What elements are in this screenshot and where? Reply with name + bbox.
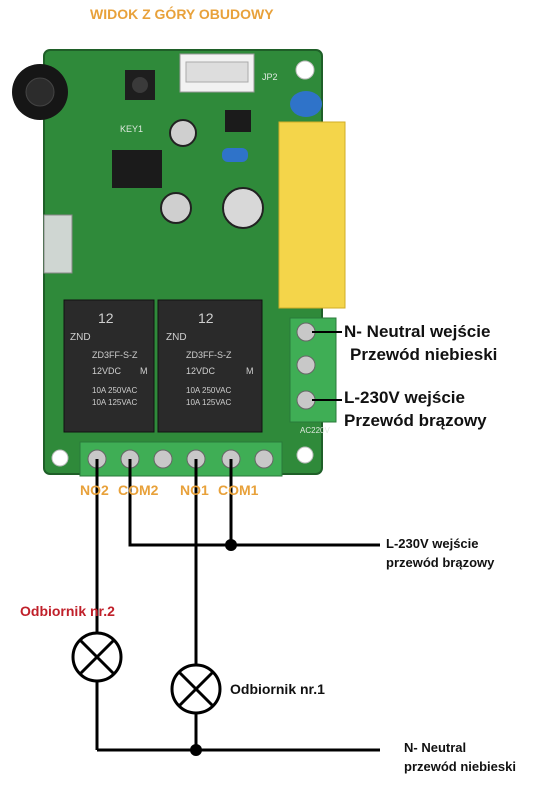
relay1-m: M: [246, 366, 254, 376]
junction-dot-neutral: [190, 744, 202, 756]
output-screw-nc1: [254, 449, 274, 469]
mounting-hole: [51, 449, 69, 467]
relay1-rating-a: 10A 250VAC: [186, 386, 232, 395]
push-button-cap: [132, 77, 148, 93]
relay-2: [63, 299, 155, 433]
terminal-label-com2: COM2: [118, 482, 159, 498]
mounting-hole: [295, 60, 315, 80]
relay1-model: ZD3FF-S-Z: [186, 350, 232, 360]
ic-chip: [112, 150, 162, 188]
relay2-m: M: [140, 366, 148, 376]
load-2-label: Odbiornik nr.2: [20, 603, 115, 619]
mounting-hole: [296, 446, 314, 464]
electrolytic-capacitor: [169, 119, 197, 147]
input-live-line1: L-230V wejście: [344, 388, 465, 407]
input-live-line2: Przewód brązowy: [344, 411, 487, 430]
relay1-voltage: 12VDC: [186, 366, 216, 376]
output-screw-nc2: [153, 449, 173, 469]
electrolytic-capacitor: [222, 187, 264, 229]
lamp-2: [71, 631, 123, 683]
supply-live-line1: L-230V wejście: [386, 536, 479, 551]
input-neutral-line2: Przewód niebieski: [350, 345, 498, 364]
terminal-label-no2: NO2: [80, 482, 109, 498]
relay2-code: 12: [98, 310, 114, 326]
junction-dot-live: [225, 539, 237, 551]
load-1-label: Odbiornik nr.1: [230, 681, 325, 697]
relay1-brand: ZND: [166, 332, 187, 343]
relay2-brand: ZND: [70, 332, 91, 343]
key-marking: KEY1: [120, 124, 144, 134]
crystal: [43, 214, 73, 274]
lamp-1: [170, 663, 222, 715]
input-neutral-line1: N- Neutral wejście: [344, 322, 491, 341]
blue-diode: [222, 148, 248, 162]
x2-capacitor: [278, 121, 346, 309]
ac-marking: AC220V: [300, 426, 330, 435]
output-terminal-block: [79, 441, 283, 477]
supply-neutral-line1: N- Neutral: [404, 740, 467, 755]
relay2-rating-b: 10A 125VAC: [92, 398, 138, 407]
relay1-rating-b: 10A 125VAC: [186, 398, 232, 407]
jp2-pins: [185, 61, 249, 83]
blue-capacitor: [290, 91, 322, 117]
supply-neutral-line2: przewód niebieski: [404, 759, 516, 774]
supply-live-line2: przewód brązowy: [386, 555, 495, 570]
relay1-code: 12: [198, 310, 214, 326]
terminal-label-no1: NO1: [180, 482, 209, 498]
wire-com2: [128, 459, 380, 547]
relay2-model: ZD3FF-S-Z: [92, 350, 138, 360]
wires: [95, 459, 380, 752]
jp2-marking: JP2: [262, 72, 278, 82]
buzzer-center: [25, 77, 55, 107]
relay-1: [157, 299, 263, 433]
input-screw-mid: [296, 355, 316, 375]
relay2-rating-a: 10A 250VAC: [92, 386, 138, 395]
terminal-label-com1: COM1: [218, 482, 259, 498]
diagram-title: WIDOK Z GÓRY OBUDOWY: [90, 6, 274, 22]
relay2-voltage: 12VDC: [92, 366, 122, 376]
electrolytic-capacitor: [160, 192, 192, 224]
regulator-chip: [225, 110, 251, 132]
